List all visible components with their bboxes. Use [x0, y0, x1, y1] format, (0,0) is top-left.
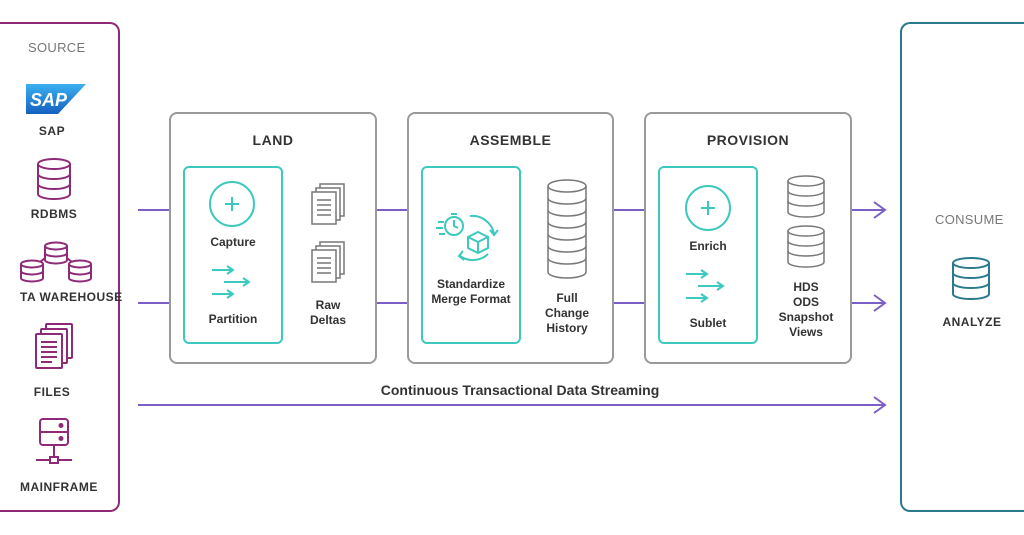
- files-icon: [32, 322, 76, 379]
- raw-deltas-line-2: Deltas: [309, 313, 347, 327]
- enrich-label: Enrich: [689, 239, 727, 253]
- source-item-sap-label: SAP: [38, 124, 66, 138]
- consume-panel: [900, 22, 1024, 512]
- source-title: SOURCE: [28, 40, 86, 55]
- arrow-provision-consume-bottom: [851, 294, 887, 312]
- arrow-streaming: [138, 396, 887, 414]
- analyze-database-icon: [950, 256, 992, 307]
- database-stack-icon: [785, 174, 827, 225]
- mainframe-icon: [34, 417, 74, 474]
- capture-label: Capture: [210, 235, 256, 249]
- assemble-process-box: [421, 166, 521, 344]
- sublet-arrows-icon: [684, 266, 730, 311]
- source-panel: [0, 22, 120, 512]
- standardize-label: Standardize Merge Format: [421, 277, 521, 307]
- stage-assemble-title: ASSEMBLE: [469, 132, 552, 148]
- sap-logo: SAP: [26, 84, 86, 114]
- views-line-4: Views: [789, 325, 823, 339]
- raw-deltas-label: Raw Deltas: [296, 298, 360, 328]
- source-item-mainframe-label: MAINFRAME: [20, 480, 98, 494]
- partition-label: Partition: [208, 312, 258, 326]
- plus-circle-icon-2: [684, 184, 732, 237]
- provision-process-box: [658, 166, 758, 344]
- stage-land-title: LAND: [252, 132, 294, 148]
- history-line-3: History: [546, 321, 588, 335]
- database-stack-icon-2: [785, 224, 827, 275]
- streaming-label: Continuous Transactional Data Streaming: [380, 382, 660, 398]
- source-item-files-label: FILES: [33, 385, 71, 399]
- views-line-3: Snapshot: [778, 310, 834, 324]
- arrow-provision-consume-top: [851, 201, 887, 219]
- views-label: HDS ODS Snapshot Views: [768, 280, 844, 340]
- history-label: Full Change History: [533, 291, 601, 336]
- analyze-label: ANALYZE: [942, 315, 1002, 329]
- documents-icon-2: [308, 240, 348, 293]
- land-process-box: [183, 166, 283, 344]
- sublet-label: Sublet: [689, 316, 727, 330]
- database-icon: [34, 157, 74, 206]
- stage-provision-title: PROVISION: [706, 132, 790, 148]
- views-line-2: ODS: [792, 295, 819, 309]
- sap-logo-text: SAP: [30, 90, 68, 110]
- partition-arrows-icon: [210, 262, 256, 307]
- plus-circle-icon: [208, 180, 256, 233]
- documents-icon: [308, 182, 348, 235]
- source-item-warehouse-label: TA WAREHOUSE: [20, 290, 123, 304]
- history-line-2: Change: [544, 306, 589, 320]
- standardize-cycle-icon: [436, 206, 504, 273]
- source-item-rdbms-label: RDBMS: [30, 207, 78, 221]
- views-line-1: HDS: [793, 280, 819, 294]
- consume-title: CONSUME: [935, 212, 1004, 227]
- history-stack-icon: [545, 178, 589, 287]
- standardize-line-2: Merge Format: [431, 292, 511, 306]
- data-warehouse-icon: [18, 240, 94, 291]
- raw-deltas-line-1: Raw: [315, 298, 341, 312]
- history-line-1: Full: [556, 291, 578, 305]
- standardize-line-1: Standardize: [436, 277, 505, 291]
